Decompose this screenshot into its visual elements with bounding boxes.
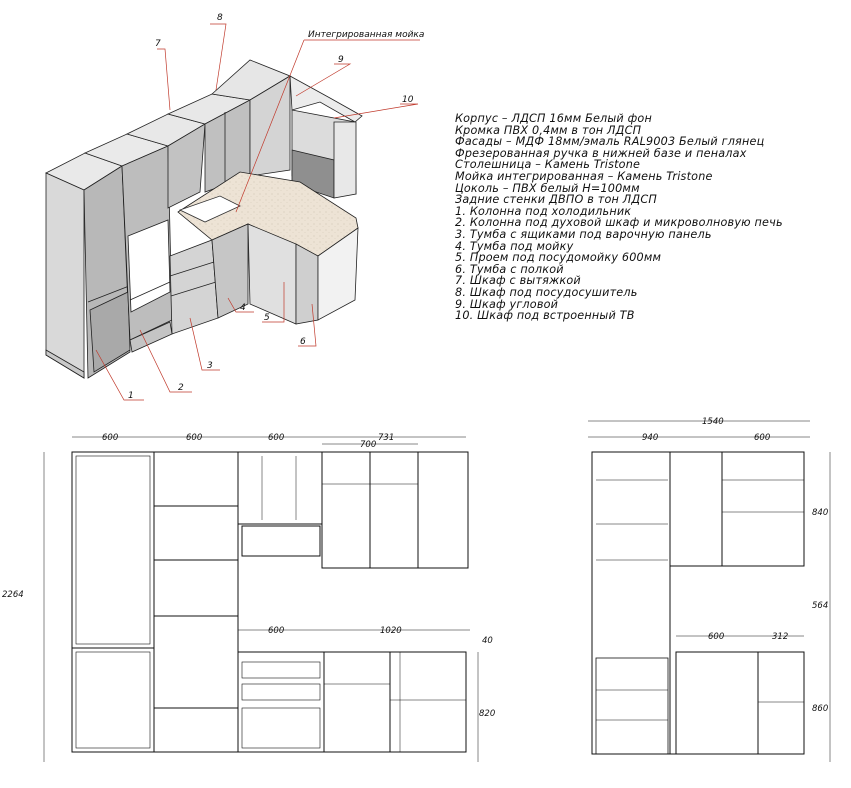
- side-dimension-labels: 1540 940 600 840 564 860 600 312: [642, 417, 828, 714]
- spec-line: Задние стенки ДВПО в тон ЛДСП: [455, 193, 657, 207]
- dim-side-600-mid: 600: [708, 632, 724, 642]
- dim-front-820: 820: [479, 709, 495, 719]
- callout-leaders: [95, 23, 420, 401]
- dim-side-940: 940: [642, 433, 658, 443]
- side-elevation: [591, 451, 805, 755]
- front-dimension-labels: 600 600 600 731 700 2264 600 1020 40 820: [2, 433, 495, 719]
- spec-line: 5. Проем под посудомойку 600мм: [455, 251, 662, 265]
- dim-front-2264: 2264: [2, 590, 24, 600]
- perspective-view: [45, 59, 363, 379]
- spec-line: Фрезерованная ручка в нижней базе и пена…: [455, 146, 747, 160]
- spec-line: Кромка ПВХ 0,4мм в тон ЛДСП: [455, 123, 642, 137]
- callout-7: 7: [155, 39, 161, 49]
- base-cabinet-6: [295, 243, 319, 325]
- dim-side-312: 312: [772, 632, 788, 642]
- base-cabinet-3: [169, 239, 219, 335]
- dim-side-1540: 1540: [702, 417, 724, 427]
- dim-front-600-1: 600: [102, 433, 118, 443]
- dim-side-564: 564: [812, 601, 828, 611]
- spec-line: 4. Тумба под мойку: [455, 239, 574, 253]
- spec-line: 3. Тумба с ящиками под варочную панель: [455, 227, 712, 241]
- spec-line: 2. Колонна под духовой шкаф и микроволно…: [455, 216, 783, 230]
- dim-front-600-3: 600: [268, 433, 284, 443]
- callout-3: 3: [207, 361, 213, 371]
- base-cabinet-4: [211, 223, 249, 319]
- dim-front-1020: 1020: [380, 626, 402, 636]
- callout-8: 8: [217, 13, 223, 23]
- dim-front-700: 700: [360, 440, 376, 450]
- callout-2: 2: [178, 383, 184, 393]
- spec-line: 6. Тумба с полкой: [455, 262, 564, 276]
- callout-4: 4: [240, 303, 246, 313]
- spec-line: Фасады – МДФ 18мм/эмаль RAL9003 Белый гл…: [455, 135, 765, 149]
- spec-line: Мойка интегрированная – Камень Tristone: [455, 169, 713, 183]
- spec-line: Цоколь – ПВХ белый H=100мм: [455, 181, 640, 195]
- callout-9: 9: [338, 55, 344, 65]
- dim-front-600-mid: 600: [268, 626, 284, 636]
- callout-5: 5: [264, 313, 270, 323]
- spec-line: 1. Колонна под холодильник: [455, 204, 632, 218]
- callout-1: 1: [128, 391, 134, 401]
- dim-side-600: 600: [754, 433, 770, 443]
- front-dimensions: [43, 436, 479, 762]
- dim-front-731: 731: [378, 433, 394, 443]
- spec-line: 7. Шкаф с вытяжкой: [455, 274, 581, 288]
- spec-line: 8. Шкаф под посудосушитель: [455, 285, 638, 299]
- spec-line: Корпус – ЛДСП 16мм Белый фон: [455, 112, 652, 125]
- specification-list: Корпус – ЛДСП 16мм Белый фон Кромка ПВХ …: [455, 113, 845, 322]
- dim-side-840: 840: [812, 508, 828, 518]
- dim-side-860: 860: [812, 704, 828, 714]
- spec-line: Столешница – Камень Tristone: [455, 158, 641, 172]
- spec-line: 9. Шкаф угловой: [455, 297, 559, 311]
- callout-labels: 7 8 9 10 1 2 3 4 5 6 Интегрированная мой…: [128, 13, 424, 401]
- dim-front-600-2: 600: [186, 433, 202, 443]
- callout-6: 6: [300, 337, 306, 347]
- spec-line: 10. Шкаф под встроенный ТВ: [455, 309, 635, 323]
- sink-label: Интегрированная мойка: [308, 30, 424, 40]
- dim-front-40: 40: [482, 636, 493, 646]
- callout-10: 10: [402, 95, 414, 105]
- front-elevation: [71, 451, 469, 753]
- side-dimensions: [588, 420, 831, 762]
